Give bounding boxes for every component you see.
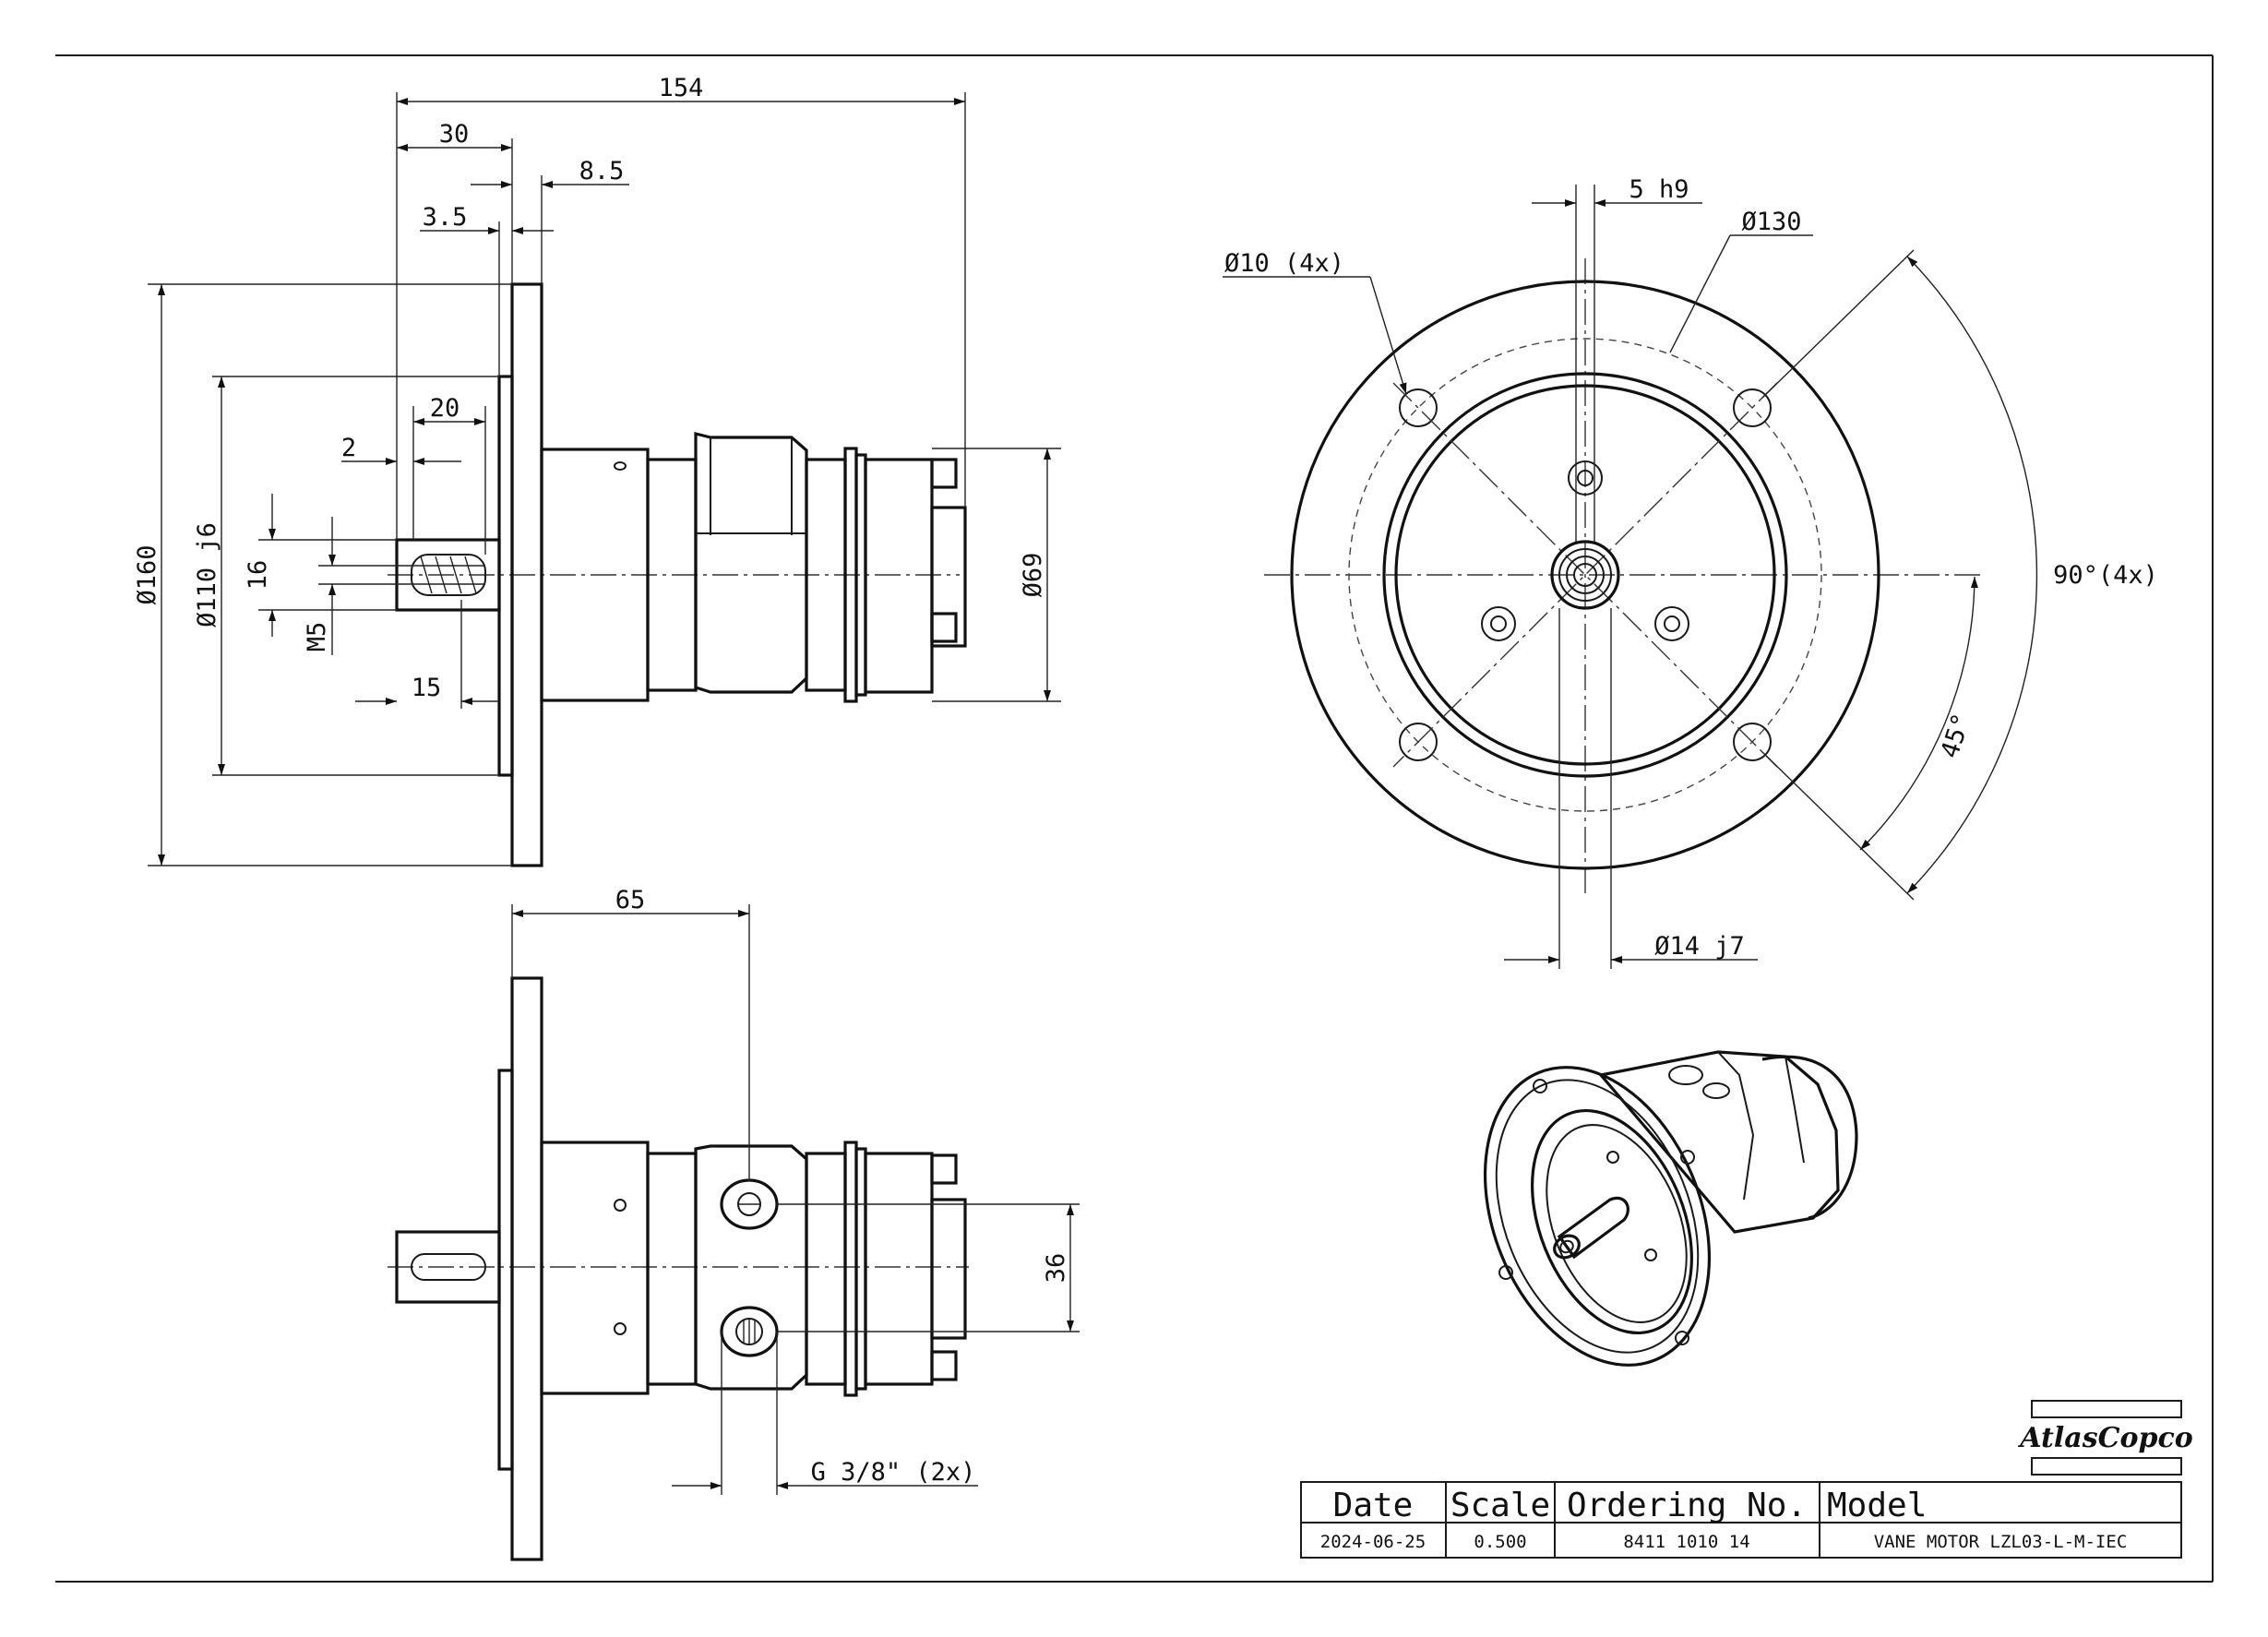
dim-overall-length: 154 [659, 74, 704, 102]
title-header-date: Date [1333, 1487, 1414, 1524]
dim-shaft-stub: 15 [412, 674, 442, 702]
title-header-model: Model [1827, 1487, 1927, 1524]
atlas-copco-logo: AtlasCopco [2017, 1400, 2193, 1476]
dim-spigot-dia: Ø110 j6 [193, 522, 221, 627]
dim-angle-offset: 45° [1936, 710, 1977, 761]
isometric-view [1483, 1050, 1858, 1367]
dim-angle-pitch: 90°(4x) [2053, 561, 2158, 590]
dim-holes: Ø10 (4x) [1224, 249, 1344, 278]
front-view [1264, 185, 1984, 895]
title-value-ordering: 8411 1010 14 [1623, 1532, 1749, 1552]
dim-port-thread: G 3/8" (2x) [811, 1458, 976, 1487]
dim-port-spacing: 36 [1042, 1253, 1070, 1284]
side-view [388, 282, 967, 867]
title-header-scale: Scale [1450, 1487, 1550, 1524]
dim-spigot: 3.5 [423, 203, 468, 232]
bottom-view [388, 976, 969, 1561]
title-block: Date Scale Ordering No. Model 2024-06-25… [1300, 1481, 2182, 1559]
dim-key: 5 h9 [1629, 175, 1689, 204]
dim-flange-thickness: 8.5 [579, 157, 625, 185]
title-header-ordering: Ordering No. [1567, 1487, 1807, 1524]
dim-pcd: Ø130 [1741, 208, 1801, 236]
dim-shaft-dia: Ø14 j7 [1654, 932, 1745, 961]
dim-keyway-length: 20 [430, 394, 460, 423]
dim-flange-dia: Ø160 [133, 544, 161, 604]
logo-text: AtlasCopco [2017, 1422, 2192, 1454]
dim-key-width: 16 [244, 560, 272, 591]
sheet-frame [55, 54, 2214, 1583]
title-value-date: 2024-06-25 [1320, 1532, 1426, 1552]
dim-key-offset: 2 [341, 434, 356, 462]
side-view-dimensions: 154 30 8.5 3.5 20 2 15 Ø160 Ø110 j6 16 [133, 74, 1061, 866]
bottom-view-dimensions: 65 36 G 3/8" (2x) [511, 886, 1080, 1495]
title-value-model: VANE MOTOR LZL03-L-M-IEC [1874, 1532, 2128, 1552]
title-value-scale: 0.500 [1474, 1532, 1526, 1552]
dim-thread: M5 [303, 622, 331, 652]
dim-body-dia: Ø69 [1019, 553, 1047, 598]
dim-shaft-length: 30 [439, 120, 470, 149]
dim-port-position: 65 [615, 886, 646, 914]
